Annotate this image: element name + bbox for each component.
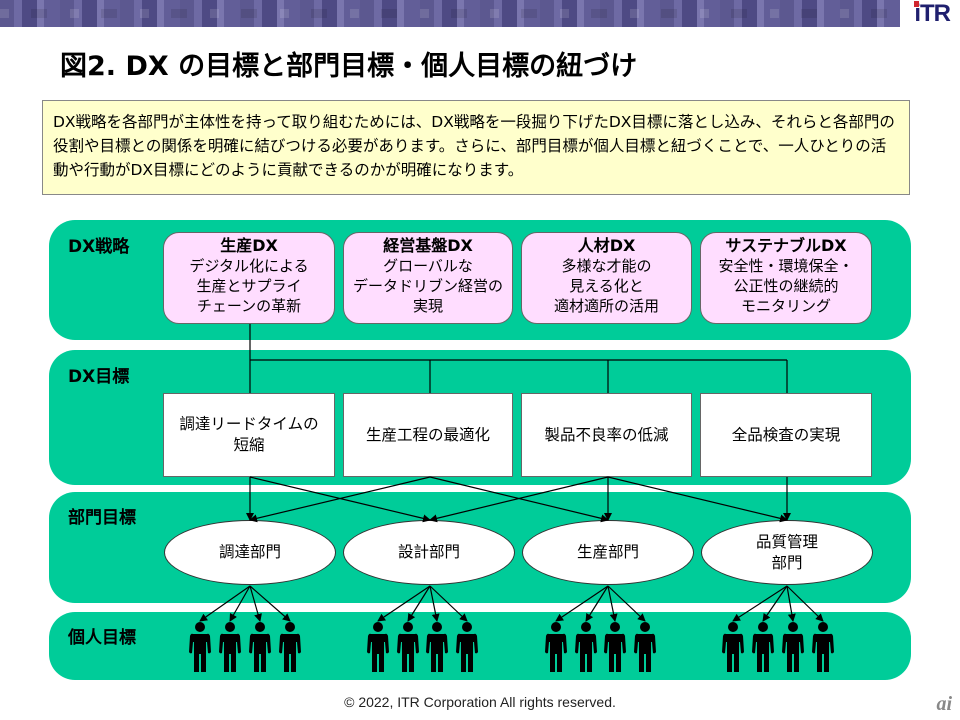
arrow: [585, 585, 609, 622]
strategy-line: 公正性の継続的: [733, 277, 839, 295]
strategy-title: サステナブルDX: [725, 236, 847, 255]
dx-goal-box: 全品検査の実現: [700, 393, 872, 477]
arrow: [429, 476, 609, 523]
goal-line: 調達リードタイムの: [179, 415, 319, 433]
strategy-line: 安全性・環境保全・: [718, 257, 854, 275]
arrow: [555, 585, 609, 622]
header-band-texture: [0, 9, 900, 18]
person-icon: [575, 622, 597, 672]
strategy-box: 経営基盤DX グローバルなデータドリブン経営の実現: [343, 232, 513, 324]
department-line: 生産部門: [576, 543, 639, 561]
arrow: [407, 585, 431, 622]
department-line: 部門: [771, 553, 803, 572]
arrow: [762, 585, 788, 622]
person-icon: [189, 622, 211, 672]
goal-line: 全品検査の実現: [731, 425, 841, 444]
person-icon: [722, 622, 744, 672]
personal-label: 個人目標: [68, 628, 136, 648]
department-line: 調達部門: [218, 543, 281, 561]
department-label: 部門目標: [68, 508, 136, 528]
strategy-line: モニタリング: [740, 297, 831, 315]
person-icon: [397, 622, 419, 672]
goal-line: 短縮: [233, 436, 265, 454]
arrow: [607, 585, 646, 622]
copyright-footer: © 2022, ITR Corporation All rights reser…: [344, 694, 616, 710]
arrow: [607, 585, 618, 622]
description-note: DX戦略を各部門が主体性を持って取り組むためには、DX戦略を一段掘り下げたDX目…: [42, 100, 910, 195]
person-icon: [219, 622, 241, 672]
strategy-title: 人材DX: [577, 236, 636, 255]
strategy-line: 実現: [412, 297, 443, 315]
person-icon: [426, 622, 448, 672]
goals-label: DX目標: [68, 367, 130, 387]
person-icon: [604, 622, 626, 672]
strategy-line: グローバルな: [383, 257, 473, 275]
person-icon: [456, 622, 478, 672]
arrow: [732, 585, 788, 622]
arrow: [249, 476, 431, 523]
strategy-line: デジタル化による: [189, 257, 309, 275]
strategy-line: データドリブン経営の: [352, 277, 503, 295]
arrow: [429, 585, 440, 622]
person-icon: [812, 622, 834, 672]
strategy-title: 生産DX: [220, 236, 278, 255]
arrow: [786, 585, 796, 622]
arrow: [786, 585, 824, 622]
strategy-box: サステナブルDX 安全性・環境保全・公正性の継続的モニタリング: [700, 232, 872, 324]
person-icon: [634, 622, 656, 672]
department-ellipse: 調達部門: [164, 520, 336, 585]
arrow: [249, 585, 291, 622]
header-band: [0, 0, 900, 27]
itr-logo: iTR: [914, 0, 951, 28]
strategy-line: 見える化と: [569, 277, 644, 295]
person-icon: [752, 622, 774, 672]
logo-text: iTR: [914, 0, 951, 27]
page-title: 図2. DX の目標と部門目標・個人目標の紐づけ: [60, 51, 638, 82]
department-ellipse: 品質管理部門: [701, 520, 873, 585]
department-line: 設計部門: [397, 543, 460, 561]
person-icon: [782, 622, 804, 672]
person-icon: [367, 622, 389, 672]
goal-line: 生産工程の最適化: [365, 425, 490, 444]
dx-goal-box: 調達リードタイムの短縮: [163, 393, 335, 477]
dx-goal-box: 製品不良率の低減: [521, 393, 692, 477]
arrow: [249, 585, 262, 622]
strategy-line: チェーンの革新: [196, 297, 302, 315]
dx-goal-box: 生産工程の最適化: [343, 393, 513, 477]
department-ellipse: 設計部門: [343, 520, 515, 585]
strategy-line: 適材適所の活用: [553, 297, 659, 315]
strategy-line: 生産とサプライ: [196, 277, 302, 295]
arrow: [199, 585, 251, 622]
arrow: [229, 585, 251, 622]
person-icon: [279, 622, 301, 672]
goal-line: 製品不良率の低減: [544, 425, 669, 444]
strategy-box: 人材DX 多様な才能の見える化と適材適所の活用: [521, 232, 692, 324]
person-icon: [249, 622, 271, 672]
arrow: [607, 476, 788, 523]
arrow: [429, 585, 468, 622]
strategy-title: 経営基盤DX: [383, 236, 473, 255]
strategy-label: DX戦略: [68, 237, 130, 257]
arrow: [377, 585, 431, 622]
strategy-box: 生産DX デジタル化による生産とサプライチェーンの革新: [163, 232, 335, 324]
watermark-logo: ai: [936, 693, 952, 715]
strategy-line: 多様な才能の: [561, 257, 652, 275]
department-line: 品質管理: [755, 532, 818, 551]
person-icon: [545, 622, 567, 672]
